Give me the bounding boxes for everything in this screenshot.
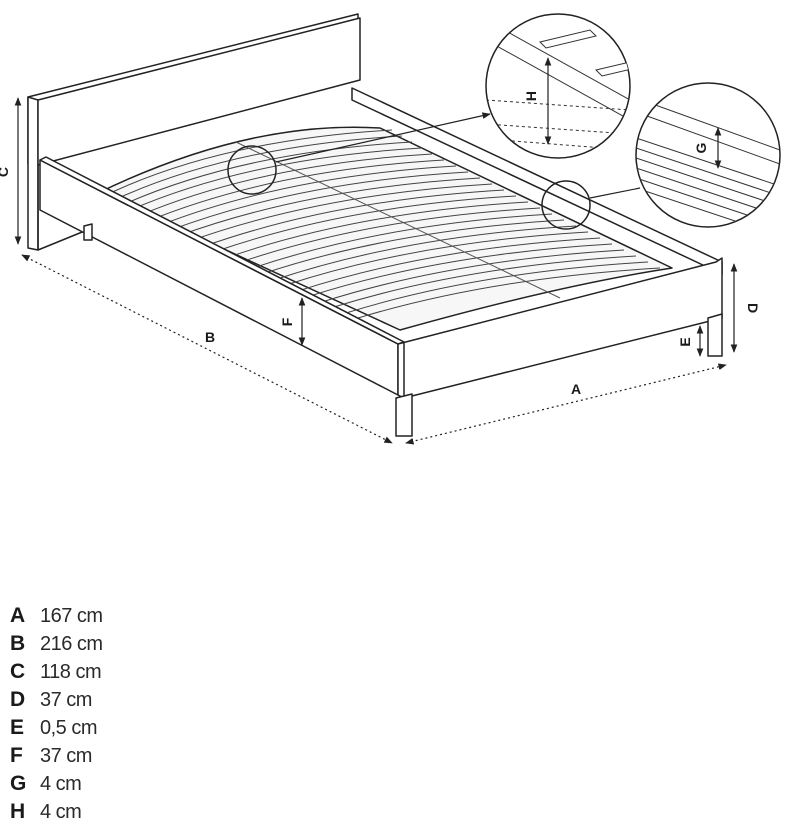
- detail-zoom-h: H: [485, 13, 631, 159]
- legend-letter: G: [10, 772, 27, 795]
- detail-marker-g: [541, 180, 591, 230]
- leg-front-left: [395, 393, 413, 437]
- dimension-label-a: A: [571, 381, 581, 397]
- legend-letter: F: [10, 744, 23, 767]
- legend-row-h: H 4 cm: [10, 800, 103, 828]
- detail-zoom-g: G: [635, 82, 781, 228]
- legend-value: 4 cm: [40, 801, 82, 823]
- legend-value: 37 cm: [40, 745, 92, 767]
- dimensions-legend: A 167 cm B 216 cm C 118 cm D 37 cm E 0,5 cm F…: [10, 604, 103, 828]
- legend-row-g: G 4 cm: [10, 772, 103, 800]
- dimension-label-h: H: [523, 91, 539, 101]
- leg-back-left: [83, 223, 93, 241]
- legend-row-f: F 37 cm: [10, 744, 103, 772]
- legend-letter: C: [10, 660, 26, 683]
- slat-area: [99, 126, 673, 331]
- dimension-label-d: D: [745, 303, 761, 313]
- bed-dimension-drawing: H G C B A D E F: [0, 13, 781, 445]
- detail-marker-h: [227, 145, 277, 195]
- legend-letter: B: [10, 632, 26, 655]
- legend-value: 167 cm: [40, 605, 103, 627]
- legend-value: 118 cm: [40, 661, 102, 683]
- legend-value: 0,5 cm: [40, 717, 98, 739]
- legend-letter: E: [10, 716, 25, 739]
- dimension-label-c: C: [0, 167, 11, 177]
- legend-letter: H: [10, 800, 26, 823]
- dimension-label-b: B: [205, 329, 215, 345]
- dimension-label-f: F: [279, 317, 295, 326]
- legend-value: 37 cm: [40, 689, 92, 711]
- dimension-label-g: G: [693, 142, 709, 153]
- legend-value: 216 cm: [40, 633, 103, 655]
- dimension-label-e: E: [677, 337, 693, 346]
- legend-row-a: A 167 cm: [10, 604, 103, 632]
- legend-letter: D: [10, 688, 26, 711]
- legend-row-e: E 0,5 cm: [10, 716, 103, 744]
- headboard-front: [27, 96, 39, 251]
- legend-row-c: C 118 cm: [10, 660, 103, 688]
- legend-row-b: B 216 cm: [10, 632, 103, 660]
- legend-value: 4 cm: [40, 773, 82, 795]
- legend-letter: A: [10, 604, 26, 627]
- leg-front-right: [707, 313, 723, 357]
- legend-row-d: D 37 cm: [10, 688, 103, 716]
- dimension-lines: [14, 97, 738, 445]
